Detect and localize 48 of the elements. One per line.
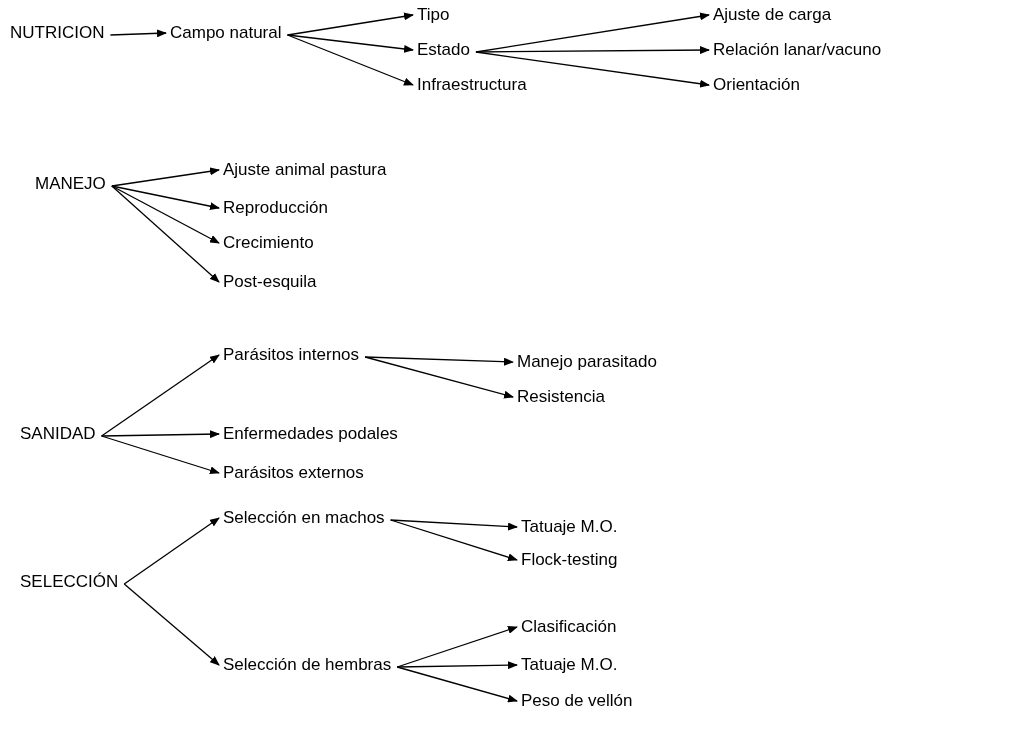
arrow [111, 185, 220, 244]
node-label: Crecimiento [223, 233, 314, 253]
arrow [100, 435, 220, 475]
arrow [100, 430, 220, 439]
arrow [111, 185, 220, 283]
node-label: Reproducción [223, 198, 328, 218]
node-label: Relación lanar/vacuno [713, 40, 882, 60]
arrow [111, 167, 220, 187]
node-label: Peso de vellón [521, 691, 633, 711]
node-label: Parásitos internos [223, 345, 360, 365]
node-label: Infraestructura [417, 75, 527, 95]
arrow [109, 29, 167, 38]
node-label: Selección en machos [223, 508, 385, 528]
arrow [475, 46, 710, 55]
node-label: Ajuste de carga [713, 5, 832, 25]
arrow [396, 666, 518, 703]
arrow [396, 661, 518, 670]
node-label: Ajuste animal pastura [223, 160, 387, 180]
node-label: Tipo [417, 5, 450, 25]
node-label: Estado [417, 40, 470, 60]
arrow [364, 356, 514, 366]
node-label: MANEJO [35, 174, 106, 194]
node-label: SELECCIÓN [20, 572, 119, 592]
node-label: Resistencia [517, 387, 605, 407]
arrow [123, 517, 220, 585]
node-label: Post-esquila [223, 272, 317, 292]
arrow [100, 354, 220, 437]
arrow [389, 519, 518, 562]
arrow [111, 185, 220, 211]
node-label: Campo natural [170, 23, 282, 43]
node-label: Clasificación [521, 617, 617, 637]
arrow [389, 519, 518, 531]
node-label: SANIDAD [20, 424, 96, 444]
node-label: Parásitos externos [223, 463, 364, 483]
node-label: Enfermedades podales [223, 424, 398, 444]
node-label: Flock-testing [521, 550, 618, 570]
node-label: Selección de hembras [223, 655, 392, 675]
node-label: Tatuaje M.O. [521, 517, 618, 537]
node-label: NUTRICION [10, 23, 105, 43]
arrow [364, 356, 514, 399]
node-label: Tatuaje M.O. [521, 655, 618, 675]
arrow [286, 34, 414, 86]
arrow [475, 51, 710, 88]
arrow [123, 583, 220, 666]
arrow [286, 34, 414, 53]
node-label: Orientación [713, 75, 800, 95]
node-label: Manejo parasitado [517, 352, 657, 372]
arrow [286, 12, 414, 36]
